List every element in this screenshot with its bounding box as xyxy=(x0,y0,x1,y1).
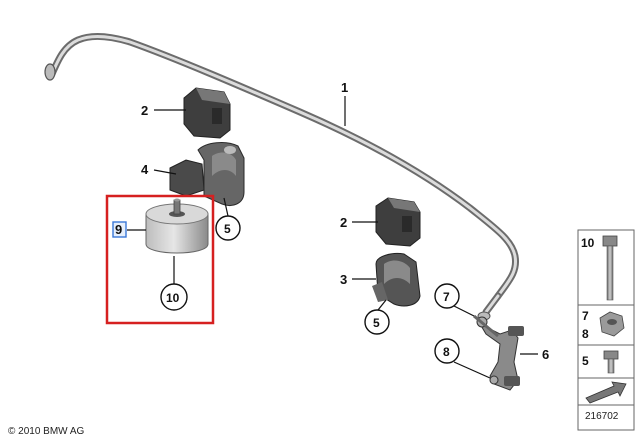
label-stop-shaft[interactable]: 9 xyxy=(115,222,122,237)
stabilizer-bar[interactable] xyxy=(44,32,520,321)
rubber-mount-right[interactable] xyxy=(375,197,421,247)
legend-label-screw[interactable]: 5 xyxy=(582,354,589,368)
navigate-arrow-icon[interactable] xyxy=(582,380,630,404)
rubber-stop[interactable] xyxy=(145,198,209,254)
label-bolt: 8 xyxy=(443,345,450,359)
selected-label-box xyxy=(112,221,127,238)
legend-label-nut-top[interactable]: 7 xyxy=(582,309,589,323)
leader-4 xyxy=(153,169,177,175)
label-stop-rubber: 10 xyxy=(166,291,180,305)
legend-nut-icon xyxy=(599,311,625,337)
label-rubber-mount-top[interactable]: 2 xyxy=(141,103,148,118)
copyright-text: © 2010 BMW AG xyxy=(8,426,85,437)
bracket-left[interactable] xyxy=(169,142,245,206)
leader-7 xyxy=(453,305,475,317)
callout-circle-5-left[interactable] xyxy=(215,215,241,241)
callout-circle-5-right[interactable] xyxy=(364,309,390,335)
legend-screw-icon xyxy=(603,350,619,374)
label-clamp-left: 5 xyxy=(224,222,231,236)
label-stabilizer-bar[interactable]: 1 xyxy=(341,80,348,95)
callout-circle-10[interactable] xyxy=(160,283,188,311)
legend-label-bolt[interactable]: 10 xyxy=(581,236,595,250)
label-clamp-right: 5 xyxy=(373,316,380,330)
callout-circle-8[interactable] xyxy=(434,338,460,364)
label-link[interactable]: 6 xyxy=(542,347,549,362)
leader-5-left xyxy=(223,197,229,217)
bracket-right[interactable] xyxy=(372,253,421,307)
leader-8 xyxy=(453,361,491,379)
diagram-number: 216702 xyxy=(585,411,619,422)
label-bracket-right[interactable]: 3 xyxy=(340,272,347,287)
leader-5-right xyxy=(377,299,387,311)
callout-circle-7[interactable] xyxy=(434,283,460,309)
rubber-mount-top[interactable] xyxy=(183,87,231,139)
label-bracket-left[interactable]: 4 xyxy=(141,162,149,177)
legend-bolt-icon xyxy=(602,235,618,301)
stabilizer-link[interactable] xyxy=(473,314,524,391)
legend-label-nut-bottom[interactable]: 8 xyxy=(582,327,589,341)
highlight-box xyxy=(105,194,215,325)
label-nut: 7 xyxy=(443,290,450,304)
label-rubber-mount-right[interactable]: 2 xyxy=(340,215,347,230)
